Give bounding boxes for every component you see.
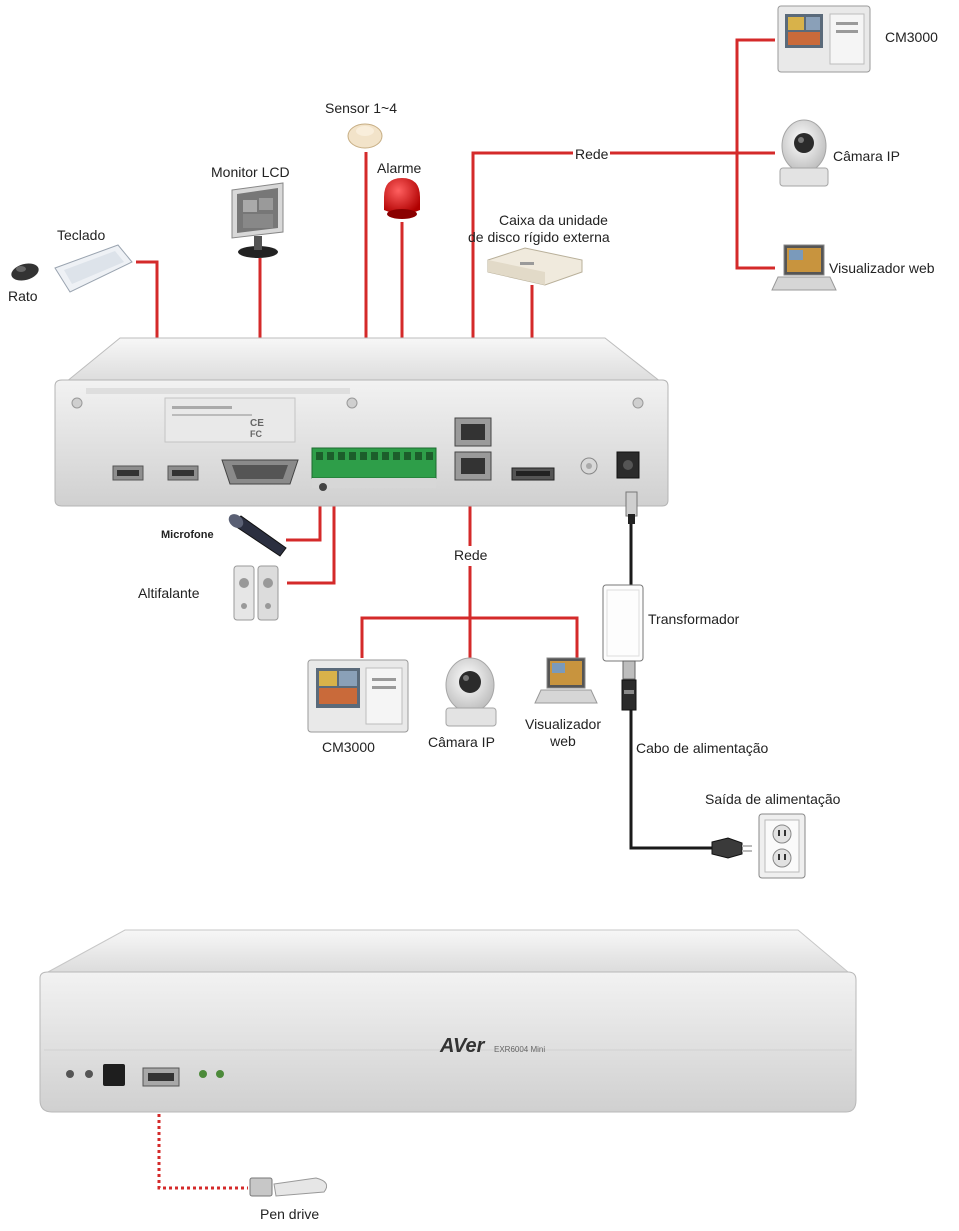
- svg-text:CE: CE: [250, 418, 264, 429]
- label-microfone: Microfone: [161, 529, 214, 541]
- led-indicator: [216, 1070, 224, 1078]
- power-button: [103, 1064, 125, 1086]
- label-altifalante: Altifalante: [138, 585, 200, 601]
- label-cm3000-bottom: CM3000: [322, 739, 375, 755]
- laptop-icon-top: [771, 244, 837, 291]
- ip-camera-icon-bottom: [445, 657, 497, 727]
- label-visualizador-line2: web: [550, 733, 576, 749]
- cable-rede-top: [471, 151, 573, 420]
- dvr-rear-unit: CE FC: [54, 337, 669, 507]
- lcd-monitor-icon: [231, 182, 284, 258]
- cm3000-pc-icon-bottom: [307, 659, 409, 733]
- cable-pen-drive: [157, 1078, 248, 1190]
- label-sensor: Sensor 1~4: [325, 100, 397, 116]
- model-text: EXR6004 Mini: [494, 1045, 545, 1054]
- external-hdd-icon: [487, 247, 583, 286]
- led-indicator: [199, 1070, 207, 1078]
- label-monitor-lcd: Monitor LCD: [211, 164, 290, 180]
- led-indicator: [66, 1070, 74, 1078]
- sensor-icon: [347, 123, 383, 149]
- keyboard-icon: [54, 244, 133, 293]
- alarm-siren-icon: [384, 178, 420, 219]
- label-cabo: Cabo de alimentação: [636, 740, 769, 756]
- label-cm3000-top: CM3000: [885, 29, 938, 45]
- label-rede-top: Rede: [575, 146, 609, 162]
- label-caixa-line2: de disco rígido externa: [468, 229, 610, 245]
- audio-jack: [319, 483, 327, 491]
- label-visualizador-line1: Visualizador: [524, 716, 601, 732]
- power-plug-icon: [711, 837, 752, 859]
- cable-network-bottom-branches: [360, 616, 579, 658]
- label-pen-drive: Pen drive: [260, 1206, 320, 1222]
- dc-plug-icon: [625, 491, 638, 524]
- cable-speaker: [287, 484, 336, 585]
- wall-outlet-icon: [758, 813, 806, 879]
- label-camara-ip-bottom: Câmara IP: [428, 734, 495, 750]
- cm3000-pc-icon: [777, 5, 871, 73]
- label-visualizador-web-top: Visualizador web: [829, 260, 935, 276]
- brand-logo-text: AVer: [439, 1035, 486, 1057]
- label-caixa-line1: Caixa da unidade: [499, 212, 608, 228]
- label-saida: Saída de alimentação: [705, 791, 841, 807]
- label-camara-ip-top: Câmara IP: [833, 148, 900, 164]
- label-rede-bottom: Rede: [454, 547, 488, 563]
- label-transformador: Transformador: [648, 611, 740, 627]
- led-indicator: [85, 1070, 93, 1078]
- microphone-icon: [228, 514, 287, 557]
- svg-text:FC: FC: [250, 429, 262, 439]
- speaker-icon: [233, 565, 279, 621]
- mouse-icon: [11, 263, 39, 281]
- laptop-icon-bottom: [534, 657, 598, 704]
- power-adapter-icon: [602, 584, 644, 711]
- label-alarme: Alarme: [377, 160, 422, 176]
- label-rato: Rato: [8, 288, 38, 304]
- ip-camera-icon-top: [779, 119, 829, 187]
- dvr-front-unit: AVer EXR6004 Mini: [39, 929, 857, 1113]
- pen-drive-icon: [249, 1177, 328, 1197]
- label-teclado: Teclado: [57, 227, 106, 243]
